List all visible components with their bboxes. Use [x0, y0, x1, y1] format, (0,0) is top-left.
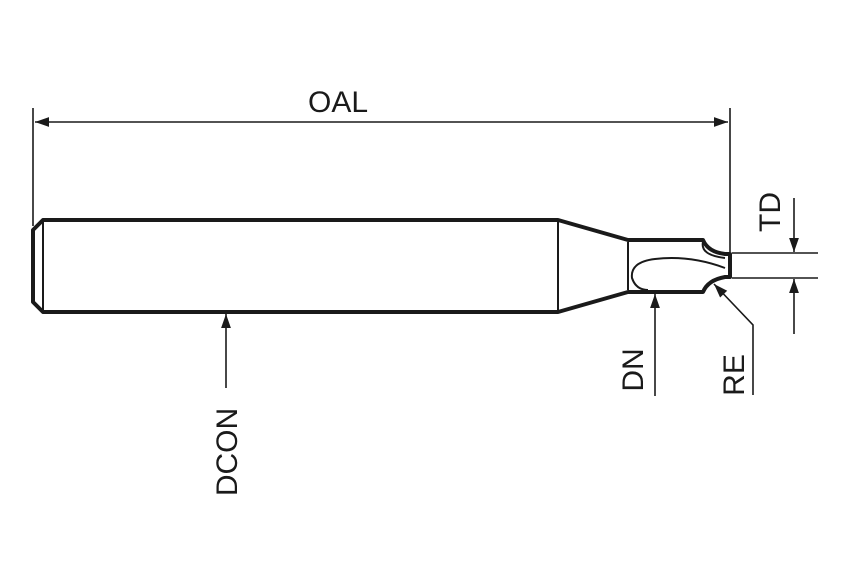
oal-label: OAL: [308, 86, 368, 119]
dcon-label: DCON: [211, 408, 244, 496]
flute-edge: [701, 241, 726, 259]
re-label: RE: [718, 354, 751, 396]
dn-label: DN: [617, 348, 650, 391]
td-label: TD: [754, 192, 787, 232]
shank: [31, 218, 732, 314]
re-leader: [713, 283, 754, 395]
flute: [630, 257, 726, 291]
tool-outline: [31, 218, 732, 314]
